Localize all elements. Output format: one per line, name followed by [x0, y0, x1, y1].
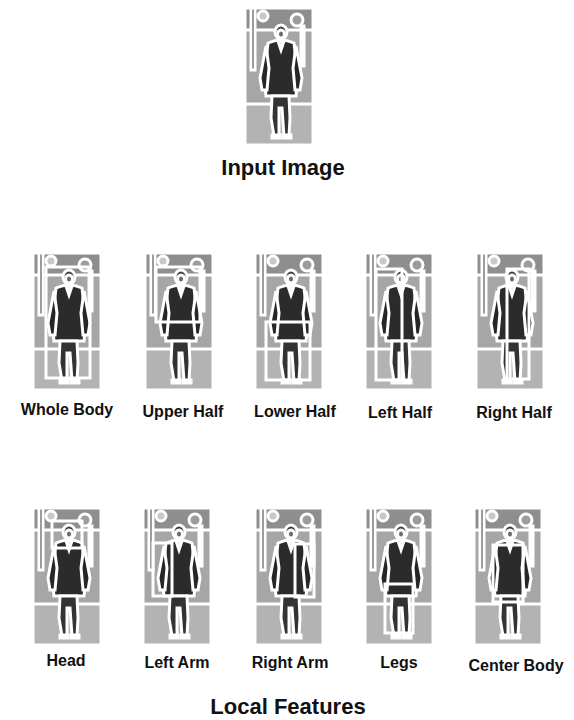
section-heading: Input Image — [221, 157, 344, 179]
section-heading: Local Features — [210, 696, 365, 718]
feature-label: Left Arm — [144, 655, 209, 671]
feature-label: Whole Body — [21, 402, 113, 418]
feature-label: Lower Half — [254, 404, 336, 420]
feature-label: Right Arm — [252, 655, 329, 671]
feature-label: Head — [46, 653, 85, 669]
feature-label: Legs — [380, 655, 417, 671]
feature-label: Upper Half — [143, 404, 224, 420]
feature-label: Left Half — [368, 405, 432, 421]
feature-label: Center Body — [468, 658, 563, 674]
feature-label: Right Half — [476, 405, 552, 421]
